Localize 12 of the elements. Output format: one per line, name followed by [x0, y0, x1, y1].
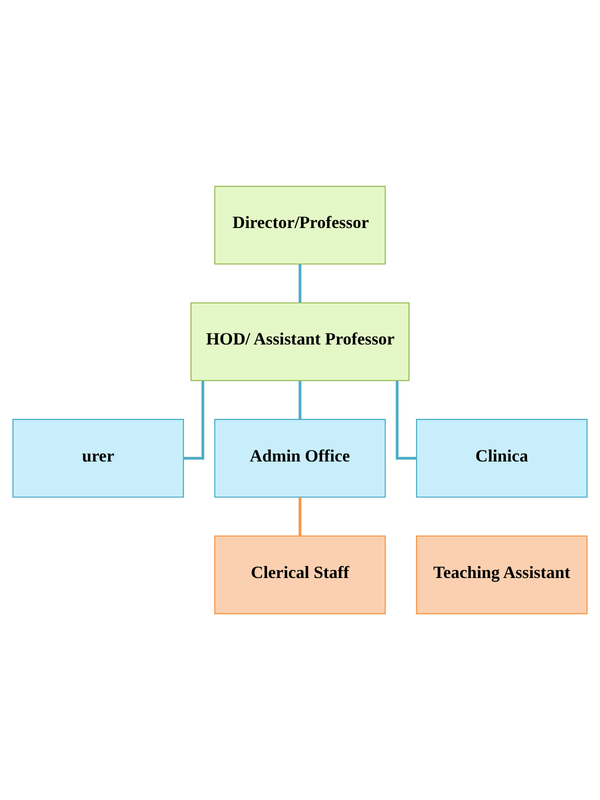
connector: [396, 380, 416, 460]
connector: [298, 380, 302, 420]
node-box: Clinica: [416, 418, 588, 498]
node-box: Teaching Assistant: [416, 535, 588, 614]
connector: [298, 264, 302, 302]
node-box: urer: [12, 418, 184, 498]
node-box: Director/Professor: [214, 186, 386, 265]
connector: [184, 380, 204, 460]
node-box: Admin Office: [214, 418, 386, 498]
node-box: Clerical Staff: [214, 535, 386, 614]
node-box: HOD/ Assistant Professor: [190, 302, 410, 382]
connector: [298, 497, 302, 536]
